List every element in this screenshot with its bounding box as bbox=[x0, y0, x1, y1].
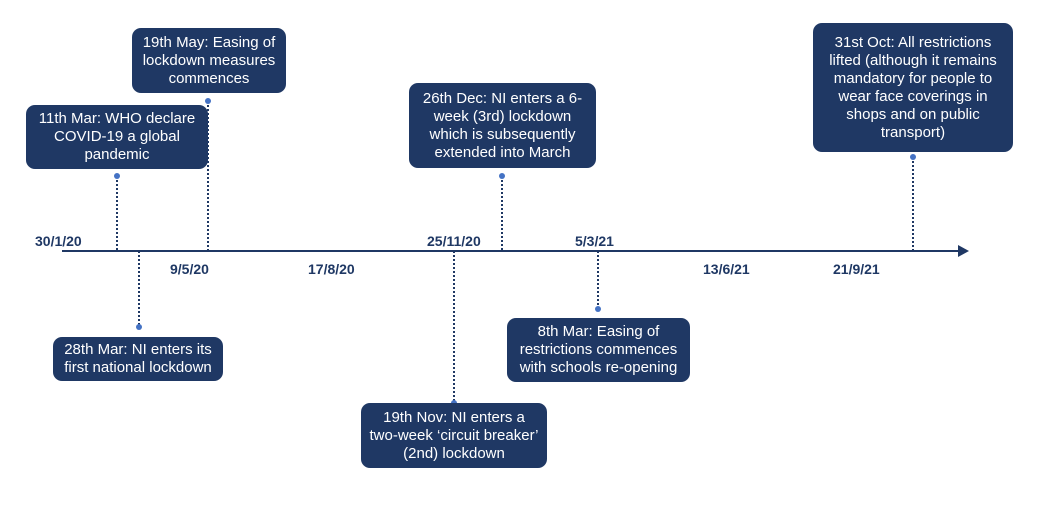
axis-date-label: 9/5/20 bbox=[170, 261, 209, 277]
connector-restrictions-lifted bbox=[910, 154, 916, 251]
connector-who-pandemic bbox=[114, 173, 120, 251]
event-box-easing-march: 8th Mar: Easing of restrictions commence… bbox=[507, 318, 690, 382]
axis-date-label: 13/6/21 bbox=[703, 261, 750, 277]
axis-date-label: 30/1/20 bbox=[35, 233, 82, 249]
event-box-circuit-breaker: 19th Nov: NI enters a two-week ‘circuit … bbox=[361, 403, 547, 468]
axis-date-label: 17/8/20 bbox=[308, 261, 355, 277]
connector-easing-march bbox=[595, 251, 601, 312]
connector-third-lockdown bbox=[499, 173, 505, 251]
timeline-arrowhead bbox=[958, 245, 969, 257]
event-box-easing-may: 19th May: Easing of lockdown measures co… bbox=[132, 28, 286, 93]
event-text: 19th May: Easing of lockdown measures co… bbox=[142, 33, 276, 87]
event-text: 28th Mar: NI enters its first national l… bbox=[64, 341, 212, 376]
event-text: 31st Oct: All restrictions lifted (altho… bbox=[829, 33, 997, 141]
connector-circuit-breaker bbox=[451, 251, 457, 406]
event-text: 26th Dec: NI enters a 6-week (3rd) lockd… bbox=[422, 89, 583, 161]
axis-date-label: 21/9/21 bbox=[833, 261, 880, 277]
event-box-who-pandemic: 11th Mar: WHO declare COVID-19 a global … bbox=[26, 105, 208, 169]
event-box-first-lockdown: 28th Mar: NI enters its first national l… bbox=[53, 337, 223, 381]
axis-date-label: 5/3/21 bbox=[575, 233, 614, 249]
event-text: 19th Nov: NI enters a two-week ‘circuit … bbox=[369, 408, 539, 462]
event-text: 11th Mar: WHO declare COVID-19 a global … bbox=[38, 110, 196, 163]
connector-easing-may bbox=[205, 98, 211, 251]
event-box-third-lockdown: 26th Dec: NI enters a 6-week (3rd) lockd… bbox=[409, 83, 596, 168]
event-box-restrictions-lifted: 31st Oct: All restrictions lifted (altho… bbox=[813, 23, 1013, 152]
event-text: 8th Mar: Easing of restrictions commence… bbox=[519, 323, 678, 376]
axis-date-label: 25/11/20 bbox=[427, 233, 481, 249]
connector-first-lockdown bbox=[136, 251, 142, 330]
